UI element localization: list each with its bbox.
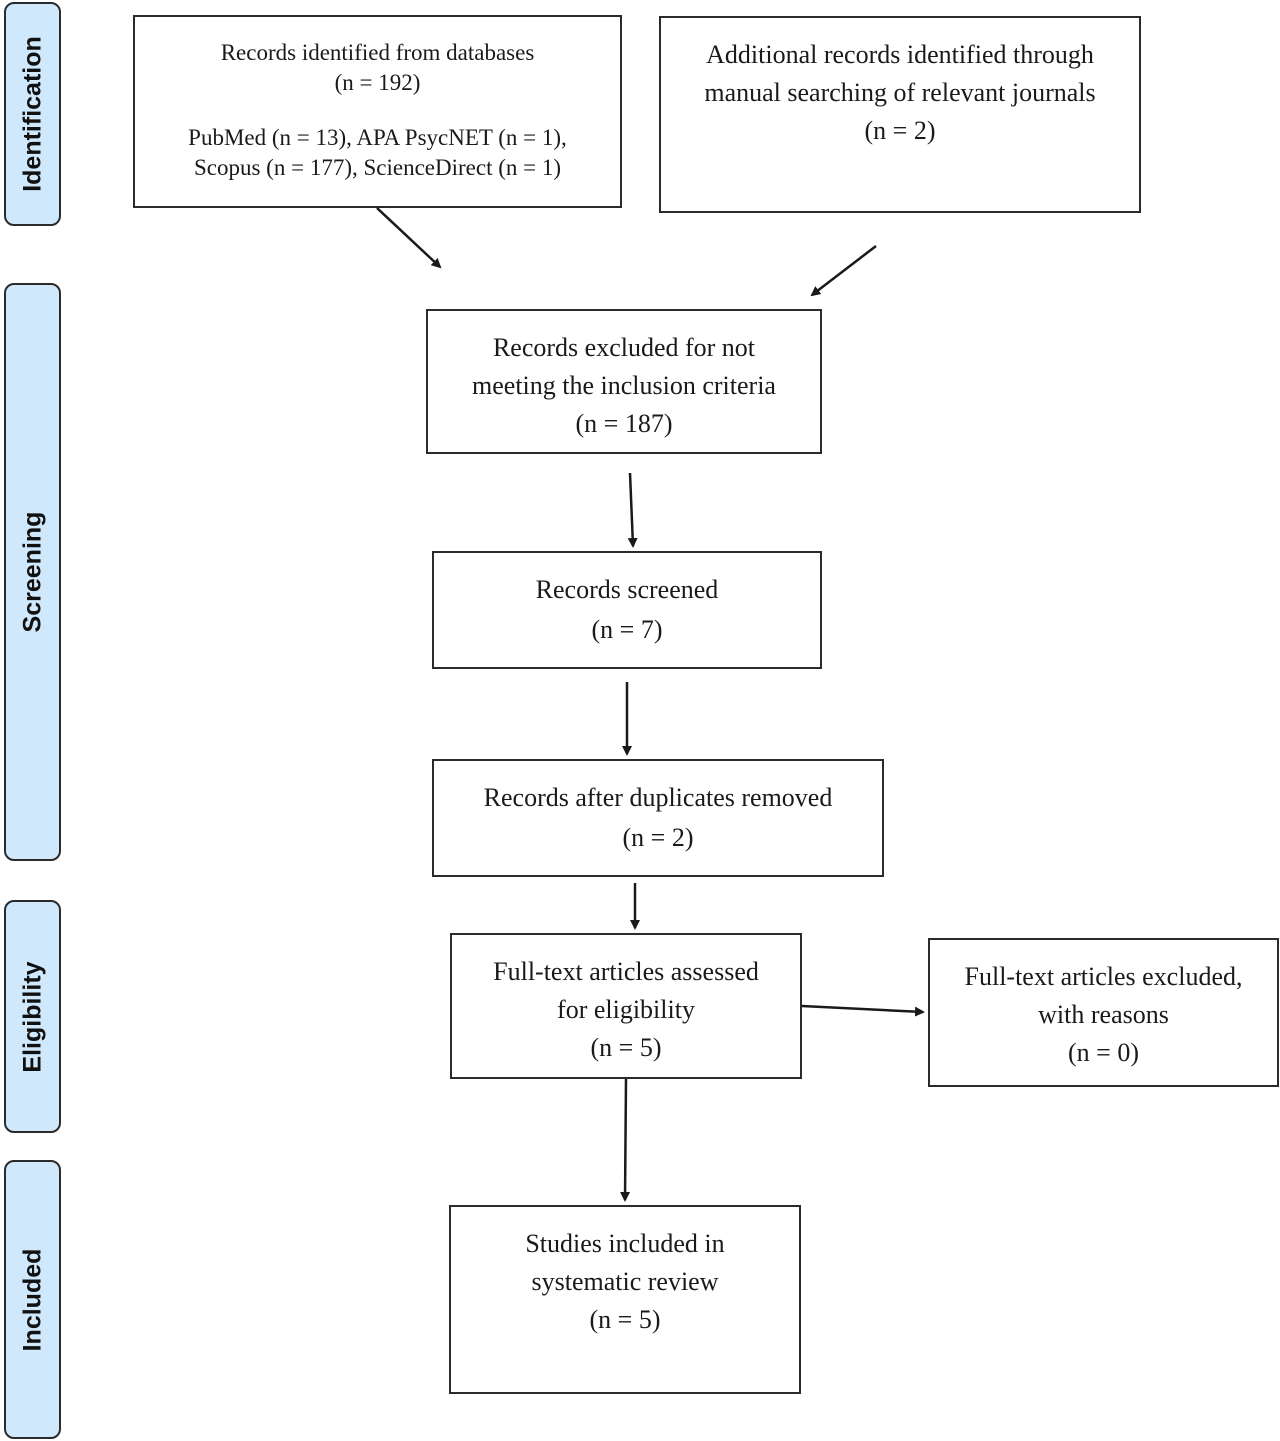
additional-records-box: Additional records identified through ma… (659, 16, 1141, 213)
phase-screening: Screening (4, 283, 61, 861)
records-identified-sources-1: PubMed (n = 13), APA PsycNET (n = 1), (188, 125, 567, 150)
records-identified-title: Records identified from databases (220, 40, 535, 65)
duplicates-removed-count: (n = 2) (622, 823, 694, 852)
fulltext-assessed-box: Full-text articles assessed for eligibil… (450, 933, 802, 1079)
fulltext-assessed-count: (n = 5) (590, 1033, 662, 1062)
arrow-excluded-to-screened (627, 472, 638, 548)
phase-included: Included (4, 1160, 61, 1439)
fulltext-excluded-box: Full-text articles excluded, with reason… (928, 938, 1279, 1087)
records-identified-sources-2: Scopus (n = 177), ScienceDirect (n = 1) (193, 155, 561, 180)
fulltext-excluded-line2: with reasons (1038, 1000, 1169, 1029)
additional-records-count: (n = 2) (864, 116, 936, 145)
studies-included-box: Studies included in systematic review (n… (449, 1205, 801, 1394)
records-screened-title: Records screened (535, 575, 719, 604)
records-screened-box: Records screened (n = 7) (432, 551, 822, 669)
fulltext-excluded-count: (n = 0) (1068, 1038, 1139, 1067)
records-excluded-line2: meeting the inclusion criteria (472, 371, 776, 400)
duplicates-removed-title: Records after duplicates removed (483, 783, 833, 812)
phase-eligibility: Eligibility (4, 900, 61, 1133)
fulltext-assessed-line1: Full-text articles assessed (493, 957, 759, 986)
records-excluded-line1: Records excluded for not (492, 333, 756, 362)
duplicates-removed-box: Records after duplicates removed (n = 2) (432, 759, 884, 877)
records-excluded-box: Records excluded for not meeting the inc… (426, 309, 822, 454)
studies-included-count: (n = 5) (589, 1305, 661, 1334)
studies-included-line2: systematic review (531, 1267, 719, 1296)
fulltext-excluded-line1: Full-text articles excluded, (964, 962, 1243, 991)
arrow-identified-to-excluded (376, 207, 442, 269)
records-identified-count: (n = 192) (334, 70, 421, 95)
studies-included-line1: Studies included in (525, 1229, 725, 1258)
records-screened-count: (n = 7) (591, 615, 663, 644)
phase-identification: Identification (4, 2, 61, 226)
arrow-assessed-to-included (620, 1078, 631, 1202)
records-identified-box: Records identified from databases (n = 1… (133, 15, 622, 208)
records-excluded-count: (n = 187) (575, 409, 673, 438)
arrow-assessed-to-excluded (801, 1004, 925, 1017)
arrow-additional-to-excluded (810, 245, 877, 297)
fulltext-assessed-line2: for eligibility (557, 995, 695, 1024)
additional-records-line1: Additional records identified through (706, 40, 1094, 69)
additional-records-line2: manual searching of relevant journals (704, 78, 1096, 107)
